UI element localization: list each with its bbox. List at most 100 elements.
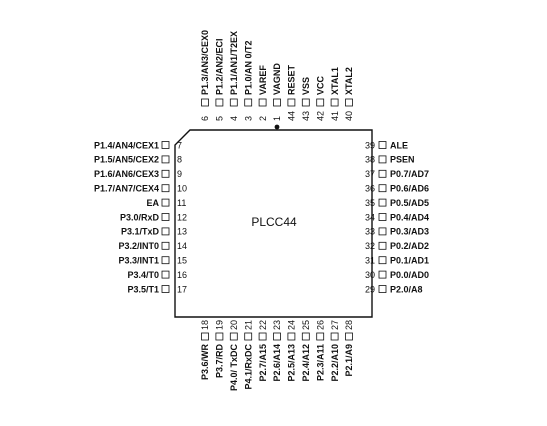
pin-label-p1-5-an5-cex2: P1.5/AN5/CEX2	[94, 155, 159, 165]
pin-number: 22	[258, 320, 268, 330]
pin-box	[378, 169, 387, 178]
pin-number: 21	[243, 320, 253, 330]
pin-17: P3.5/T1 17	[127, 284, 187, 294]
pin-box	[316, 332, 325, 341]
pin-label-vss: VSS	[301, 77, 311, 95]
pin-number: 11	[177, 198, 186, 208]
pin-number: 14	[177, 241, 187, 251]
pin-number: 4	[229, 116, 239, 121]
pin-label-varef: VAREF	[258, 65, 268, 95]
pin-2: 2 VAREF	[258, 65, 268, 121]
pin-label-p2-3-a11: P2.3/A11	[315, 344, 325, 381]
pin-label-p3-5-t1: P3.5/T1	[127, 284, 159, 294]
pin-35: 35 P0.5/AD5	[365, 198, 429, 208]
pin-number: 18	[200, 320, 210, 330]
pin-number: 2	[258, 116, 268, 121]
pin-label-vagnd: VAGND	[272, 63, 282, 95]
pin-39: 39 ALE	[365, 140, 408, 150]
pin-15: P3.3/INT1 15	[118, 256, 187, 266]
pin-number: 44	[287, 111, 297, 121]
pin-number: 8	[177, 155, 182, 165]
pin-box	[378, 227, 387, 236]
pin-number: 35	[365, 198, 375, 208]
pin-label-p3-0-rxd: P3.0/RxD	[120, 212, 160, 222]
pin-label-p0-2-ad2: P0.2/AD2	[390, 241, 429, 251]
pin-box	[244, 98, 253, 107]
pin-number: 34	[365, 212, 375, 222]
pin-number: 5	[215, 116, 225, 121]
pin-label-p4-1-rxdc: P4.1/RxDC	[243, 344, 253, 390]
pin-box	[161, 198, 170, 207]
pin-number: 10	[177, 184, 187, 194]
pin-3: 3P1.0/AN 0/T2	[243, 40, 253, 121]
pin-number: 42	[315, 111, 325, 121]
pin-label-p0-1-ad1: P0.1/AD1	[390, 256, 429, 266]
pin1-marker-dot	[274, 124, 280, 130]
pin-label-p2-1-a9: P2.1/A9	[344, 344, 354, 377]
pin-box	[301, 332, 310, 341]
pin-label-p4-0-txdc: P4.0/ TxDC	[229, 344, 239, 392]
pin-label-p1-6-an6-cex3: P1.6/AN6/CEX3	[94, 169, 159, 179]
pin-label-p2-5-a13: P2.5/A13	[287, 344, 297, 382]
pin-label-p2-0-a8: P2.0/A8	[390, 284, 423, 294]
pin-label-p1-3-an3-cex0: P1.3/AN3/CEX0	[200, 30, 210, 95]
pin-14: P3.2/INT0 14	[118, 241, 187, 251]
package-name: PLCC44	[251, 215, 297, 229]
pin-6: 6P1.3/AN3/CEX0	[200, 30, 210, 121]
pin-number: 39	[365, 140, 375, 150]
pin-4: 4P1.1/AN1/T2EX	[229, 31, 239, 121]
pin-number: 38	[365, 155, 375, 165]
pin-box	[215, 98, 224, 107]
pin-box	[161, 155, 170, 164]
pin-label-p0-5-ad5: P0.5/AD5	[390, 198, 429, 208]
pin-11: EA 11	[146, 198, 186, 208]
pin-number: 26	[315, 320, 325, 330]
pin-number: 24	[287, 320, 297, 330]
pin-box	[201, 332, 209, 341]
pin-number: 32	[365, 241, 375, 251]
pin-box	[161, 256, 170, 265]
pin-box	[287, 98, 296, 107]
pin-box	[161, 169, 170, 178]
pin-box	[201, 98, 209, 107]
pin-label-p0-7-ad7: P0.7/AD7	[390, 169, 429, 179]
pin-box	[378, 270, 387, 279]
pin-label-ale: ALE	[390, 140, 408, 150]
pin-box	[345, 98, 353, 107]
pin-box	[301, 98, 310, 107]
pin-number: 15	[177, 256, 187, 266]
pin-label-p1-7-an7-cex4: P1.7/AN7/CEX4	[94, 184, 159, 194]
pin-box	[161, 213, 170, 221]
pin-box	[258, 98, 267, 107]
pin-label-p3-2-int0: P3.2/INT0	[118, 241, 159, 251]
pin-label-p1-0-an-0-t2: P1.0/AN 0/T2	[243, 40, 253, 95]
pin-label-p0-6-ad6: P0.6/AD6	[390, 184, 429, 194]
pin-label-ea: EA	[146, 198, 159, 208]
pin-number: 17	[177, 284, 187, 294]
pin-box	[378, 155, 387, 164]
pin-label-xtal1: XTAL1	[330, 67, 340, 95]
pin-label-p2-6-a14: P2.6/A14	[272, 344, 282, 382]
pin-number: 28	[344, 320, 354, 330]
pin-label-p3-3-int1: P3.3/INT1	[118, 256, 159, 266]
pin-number: 36	[365, 184, 375, 194]
